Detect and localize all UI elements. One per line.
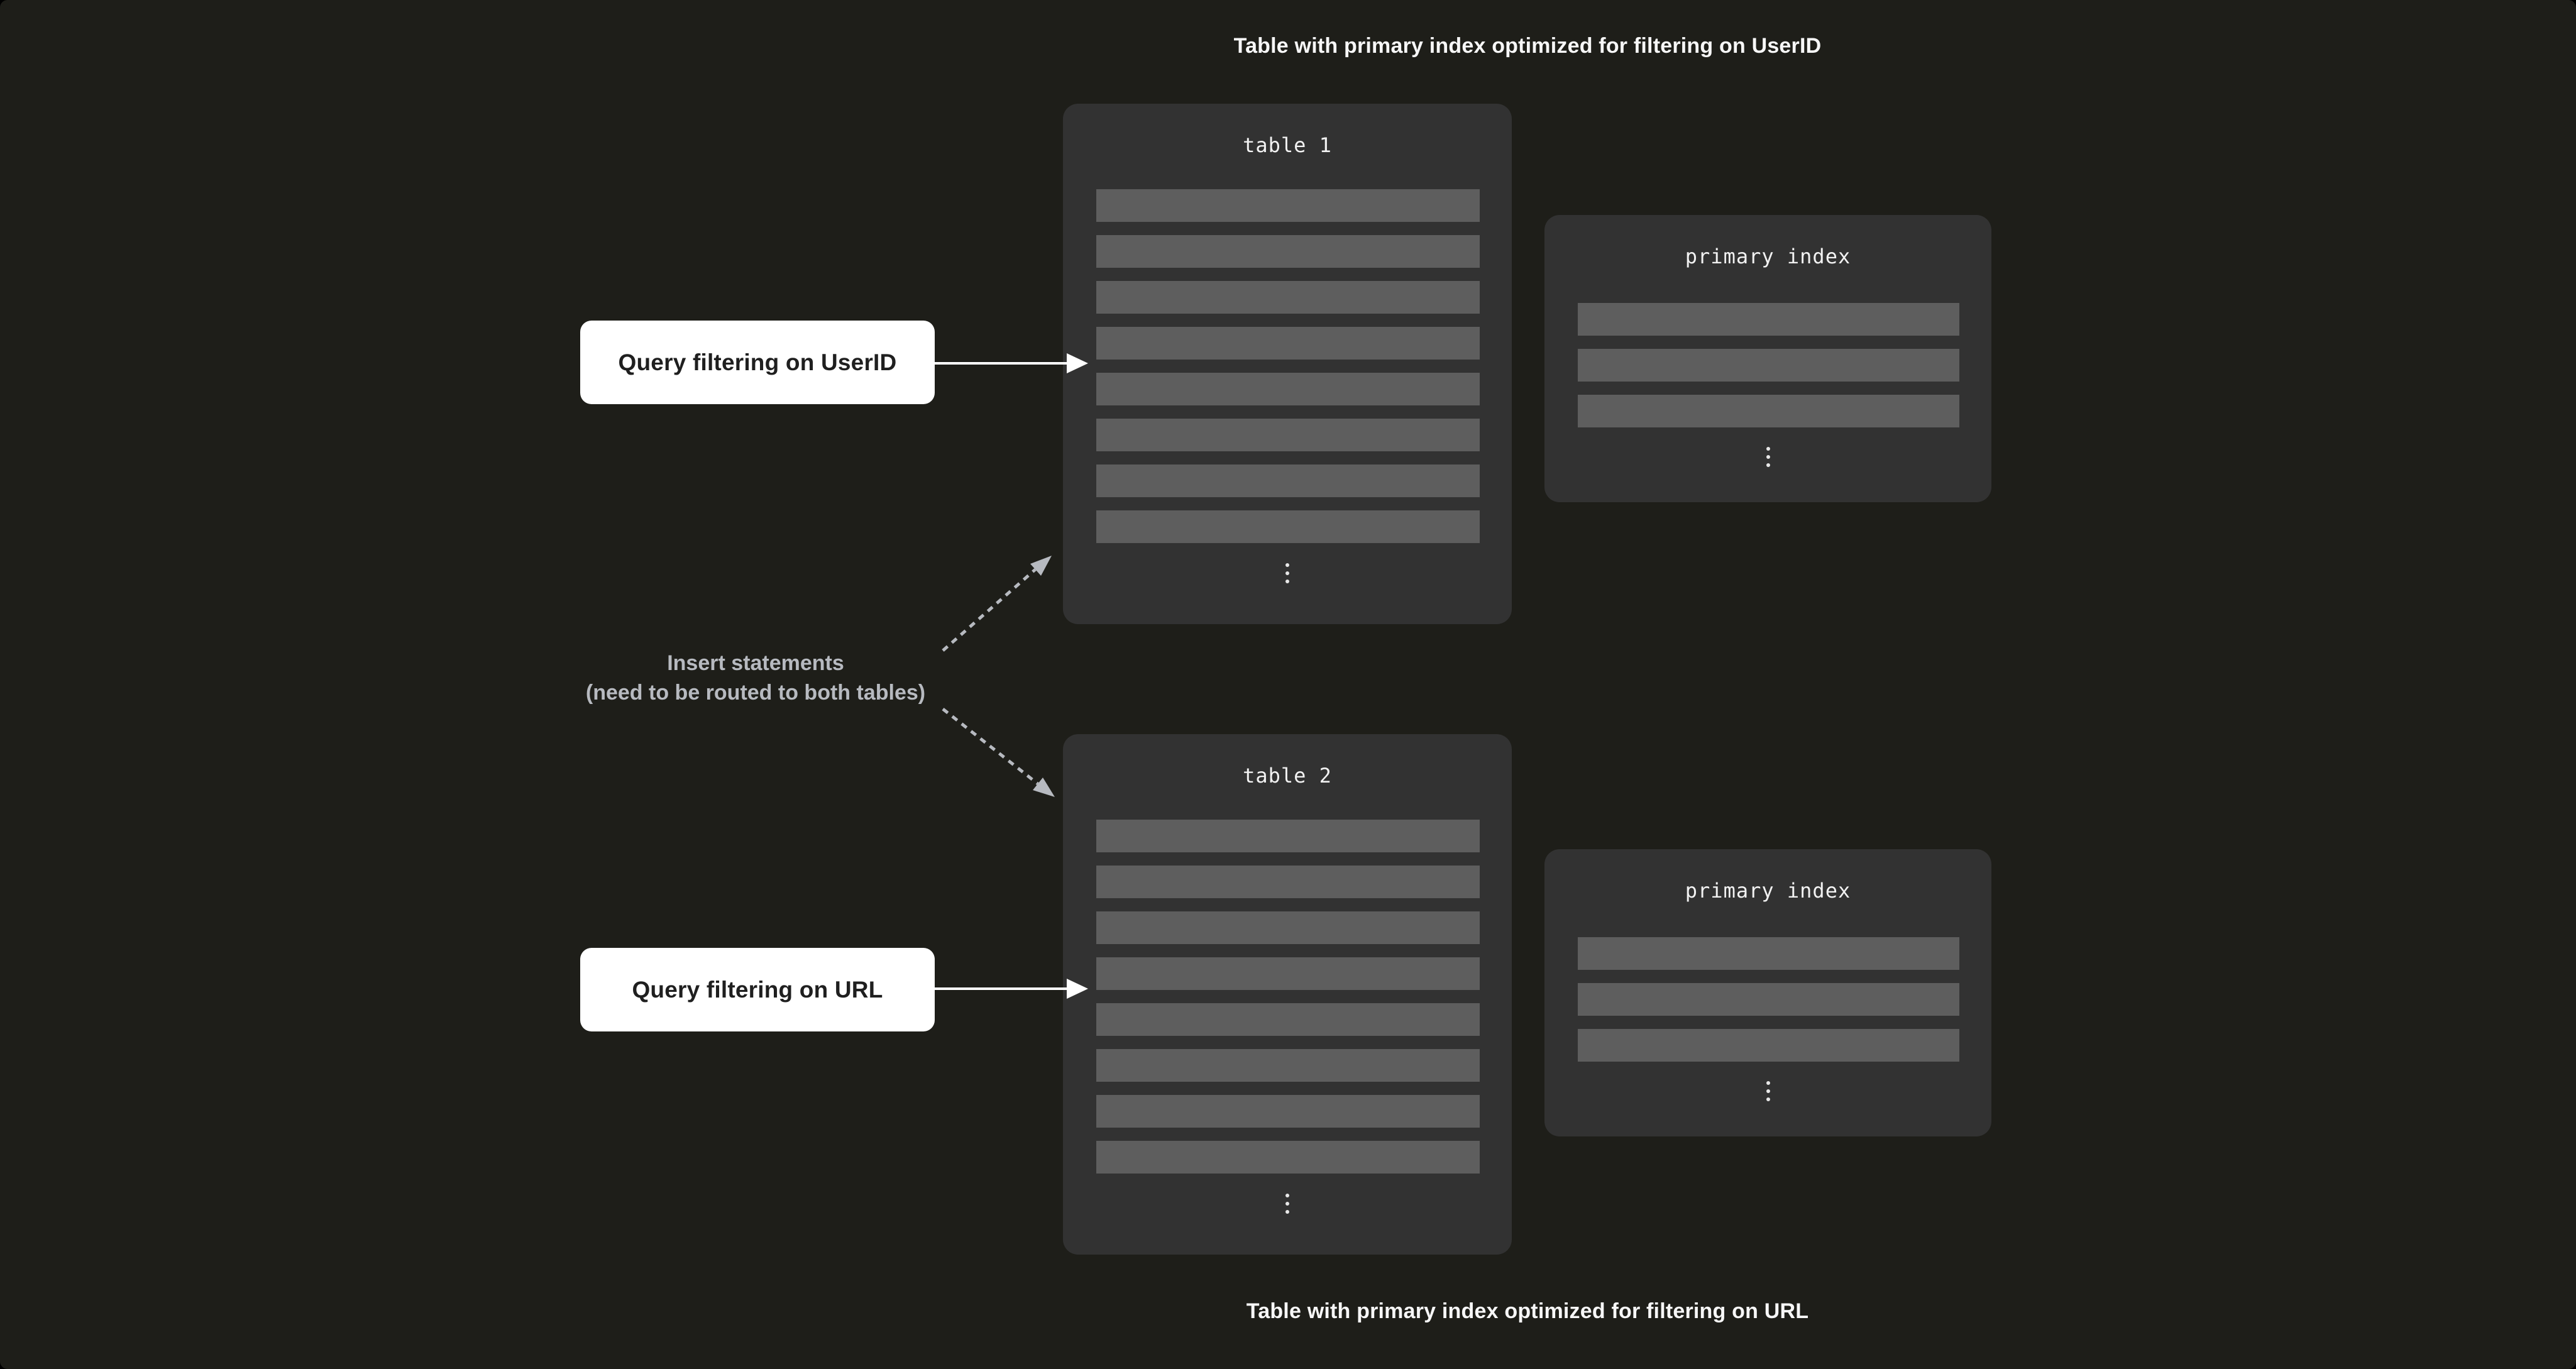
record-row — [1578, 1029, 1959, 1062]
insert-statements-note: Insert statements (need to be routed to … — [441, 649, 1070, 708]
insert-arrow-table2-arrowhead-icon — [1033, 778, 1055, 797]
insert-statements-line2: (need to be routed to both tables) — [585, 681, 926, 705]
record-row — [1096, 281, 1480, 314]
primary-index-2-ellipsis-icon — [1544, 1081, 1991, 1101]
query-url-label-text: Query filtering on URL — [632, 976, 883, 1003]
record-row — [1096, 1095, 1480, 1128]
record-row — [1578, 303, 1959, 336]
primary-index-2-panel: primary index — [1544, 849, 1991, 1136]
query-userid-label: Query filtering on UserID — [580, 321, 935, 404]
query-url-label: Query filtering on URL — [580, 948, 935, 1031]
record-row — [1096, 189, 1480, 222]
query-userid-label-text: Query filtering on UserID — [618, 349, 897, 375]
record-row — [1578, 983, 1959, 1016]
primary-index-2-title: primary index — [1685, 879, 1851, 903]
primary-index-1-panel: primary index — [1544, 215, 1991, 502]
table-1-title: table 1 — [1243, 133, 1332, 157]
insert-arrow-table2-line — [942, 708, 1039, 785]
record-row — [1096, 465, 1480, 497]
primary-index-1-ellipsis-icon — [1544, 447, 1991, 467]
table-2-rows — [1096, 820, 1480, 1187]
caption-top: Table with primary index optimized for f… — [1233, 34, 1822, 58]
table-2-panel: table 2 — [1063, 734, 1512, 1255]
insert-arrow-table1-line — [942, 568, 1037, 652]
table-2-title: table 2 — [1243, 764, 1332, 788]
record-row — [1096, 373, 1480, 405]
record-row — [1096, 235, 1480, 268]
record-row — [1096, 820, 1480, 852]
table-1-ellipsis-icon — [1063, 563, 1512, 583]
insert-arrow-table1-arrowhead-icon — [1030, 556, 1052, 576]
primary-index-1-title: primary index — [1685, 245, 1851, 268]
record-row — [1096, 957, 1480, 990]
record-row — [1096, 1141, 1480, 1174]
insert-statements-line1: Insert statements — [667, 651, 844, 675]
record-row — [1096, 419, 1480, 451]
record-row — [1096, 911, 1480, 944]
caption-bottom: Table with primary index optimized for f… — [1246, 1299, 1809, 1323]
record-row — [1096, 866, 1480, 898]
record-row — [1096, 327, 1480, 360]
primary-index-1-rows — [1578, 303, 1959, 441]
record-row — [1096, 1003, 1480, 1036]
record-row — [1578, 349, 1959, 382]
record-row — [1578, 937, 1959, 970]
record-row — [1096, 510, 1480, 543]
table-1-panel: table 1 — [1063, 104, 1512, 624]
record-row — [1578, 395, 1959, 427]
table-1-rows — [1096, 189, 1480, 556]
record-row — [1096, 1049, 1480, 1082]
primary-index-2-rows — [1578, 937, 1959, 1075]
table-2-ellipsis-icon — [1063, 1194, 1512, 1214]
